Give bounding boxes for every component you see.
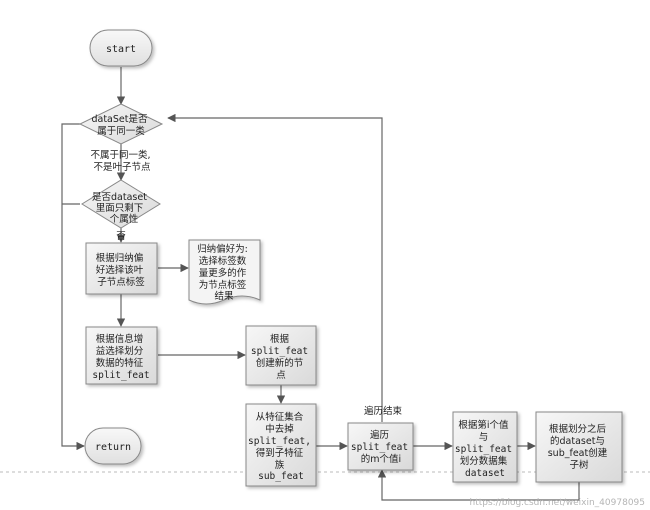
box-remove-feat-line3: split_feat, xyxy=(248,436,311,447)
box-split-data-line5: dataset xyxy=(465,468,505,479)
box-remove-feat-line4: 得到子特征 xyxy=(256,447,304,459)
svg-text:是否dataset 里面只剩下 个属: 是否dataset 里面只剩下 个属性 xyxy=(92,192,150,225)
box-remove-feat-line6: sub_feat xyxy=(258,471,304,482)
box-split-data-line2: 与 xyxy=(479,432,489,443)
decision-same-class-line2: 属于同一类 xyxy=(97,125,145,137)
start-label: start xyxy=(106,44,136,55)
svg-text:从特征集合 中去掉 split_fe: 从特征集合 中去掉 split_feat, 得到子特征 族 sub_feat xyxy=(248,411,314,482)
box-info-gain-line1: 根据信息增 xyxy=(96,333,144,345)
connectors xyxy=(61,67,580,501)
start-node: start xyxy=(89,29,153,67)
note-line4: 为节点标签 xyxy=(199,279,247,291)
note-line2: 选择标签数 xyxy=(199,255,247,267)
note-line1: 归纳偏好为: xyxy=(197,243,248,255)
box-remove-feat-line1: 从特征集合 xyxy=(256,411,304,423)
note-line3: 量更多的作 xyxy=(199,267,247,279)
svg-text:根据第i个值 与 split_fea: 根据第i个值 与 split_feat 划分数据集 dataset xyxy=(455,419,515,479)
box-remove-feature: 从特征集合 中去掉 split_feat, 得到子特征 族 sub_feat xyxy=(245,403,317,487)
svg-text:根据 split_feat 创建新的: 根据 split_feat 创建新的节 点 xyxy=(251,333,311,381)
decision-same-class-line1: dataSet是否 xyxy=(91,114,147,125)
decision-same-class: dataSet是否 属于同一类 xyxy=(78,103,164,145)
box-split-data: 根据第i个值 与 split_feat 划分数据集 dataset xyxy=(452,411,518,483)
box-majority-label: 根据归纳偏 好选择该叶 子节点标签 xyxy=(85,242,158,295)
svg-text:根据划分之后 的dataset与 s: 根据划分之后 的dataset与 sub_feat创建 子树 xyxy=(548,423,611,471)
box-create-node: 根据 split_feat 创建新的节 点 xyxy=(245,325,317,386)
box-info-gain-line3: 数据的特征 xyxy=(96,357,144,369)
svg-text:遍历 split_feat 的m个值: 遍历 split_feat 的m个值i xyxy=(351,429,411,465)
box-majority-line1: 根据归纳偏 xyxy=(96,252,144,264)
box-create-subtree: 根据划分之后 的dataset与 sub_feat创建 子树 xyxy=(535,411,623,483)
svg-text:根据信息增 益选择划分 数据的特征: 根据信息增 益选择划分 数据的特征 split_feat xyxy=(92,333,149,381)
box-majority-line3: 子节点标签 xyxy=(97,276,145,288)
box-create-node-line1: 根据 xyxy=(270,333,290,345)
watermark-text: https://blog.csdn.net/weixin_40978095 xyxy=(469,498,645,508)
box-create-node-line2: split_feat xyxy=(251,346,308,357)
box-create-node-line4: 点 xyxy=(276,370,286,381)
box-iterate-line3: 的m个值i xyxy=(361,453,401,465)
box-iterate-line2: split_feat xyxy=(351,442,408,453)
box-split-data-line1: 根据第i个值 xyxy=(458,419,509,431)
box-info-gain-line2: 益选择划分 xyxy=(96,345,144,357)
box-info-gain: 根据信息增 益选择划分 数据的特征 split_feat xyxy=(85,326,158,385)
box-create-node-line3: 创建新的节 xyxy=(256,357,304,369)
box-subtree-line2: 的dataset与 xyxy=(550,435,605,447)
svg-text:根据归纳偏 好选择该叶 子节点标签: 根据归纳偏 好选择该叶 子节点标签 xyxy=(96,252,147,288)
box-iterate: 遍历 split_feat 的m个值i xyxy=(347,422,414,471)
box-remove-feat-line2: 中去掉 xyxy=(265,423,294,435)
box-iterate-line1: 遍历 xyxy=(370,429,389,441)
decision-one-attr-line2: 里面只剩下 xyxy=(96,202,144,214)
note-inductive-bias: 归纳偏好为: 选择标签数 量更多的作 为节点标签 结果 xyxy=(188,239,261,305)
edge-subtree-loop-to-iterate xyxy=(377,469,580,501)
edge-decision1-to-return xyxy=(61,123,85,451)
return-label: return xyxy=(95,442,131,453)
box-subtree-line1: 根据划分之后 xyxy=(549,423,607,435)
label-loop-end: 遍历结束 xyxy=(364,405,403,417)
decision-one-attr-line1: 是否dataset xyxy=(92,192,147,203)
box-split-data-line3: split_feat xyxy=(455,444,512,455)
svg-text:归纳偏好为: 选择标签数 量更多的作: 归纳偏好为: 选择标签数 量更多的作 为节点标签 结果 xyxy=(197,243,251,302)
note-line5: 结果 xyxy=(214,290,234,302)
return-node: return xyxy=(84,427,142,465)
label-not-same-line2: 不是叶子节点 xyxy=(93,162,151,173)
box-info-gain-line4: split_feat xyxy=(92,370,149,381)
box-split-data-line4: 划分数据集 xyxy=(460,455,508,467)
box-remove-feat-line5: 族 xyxy=(275,459,285,471)
label-no: 否 xyxy=(116,231,126,242)
decision-one-attr-line3: 个属性 xyxy=(110,213,139,225)
box-subtree-line4: 子树 xyxy=(569,459,589,471)
label-not-same-class: 不属于同一类, 不是叶子节点 xyxy=(90,149,153,173)
svg-text:dataSet是否 属于同一类: dataSet是否 属于同一类 xyxy=(91,114,150,137)
decision-one-attribute: 是否dataset 里面只剩下 个属性 xyxy=(81,179,161,229)
box-subtree-line3: sub_feat创建 xyxy=(548,447,608,459)
label-not-same-line1: 不属于同一类, xyxy=(90,149,150,161)
edge-loopend-to-decision1 xyxy=(167,113,383,422)
box-majority-line2: 好选择该叶 xyxy=(96,264,144,276)
